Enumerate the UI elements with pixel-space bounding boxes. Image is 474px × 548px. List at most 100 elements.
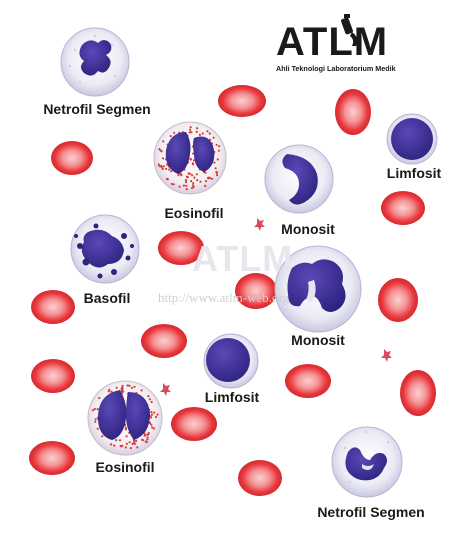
granule — [124, 446, 127, 449]
granule — [177, 174, 180, 177]
granule — [161, 167, 164, 171]
granule — [191, 162, 195, 165]
granule — [133, 439, 136, 442]
granule — [216, 158, 219, 161]
granule — [144, 433, 147, 436]
granule — [96, 427, 99, 430]
granule — [101, 435, 104, 438]
granule — [162, 165, 165, 168]
granule — [193, 176, 196, 179]
granule — [218, 145, 221, 148]
granule — [107, 390, 110, 393]
label-netrofil-segmen: Netrofil Segmen — [43, 101, 151, 117]
granule — [120, 387, 123, 390]
granule — [150, 411, 153, 414]
granule — [190, 180, 193, 183]
granule — [96, 408, 99, 411]
granule — [207, 176, 210, 179]
red-blood-cell — [141, 324, 187, 358]
granule — [150, 400, 153, 404]
monosit-cell-large — [274, 245, 362, 333]
granule — [160, 166, 163, 169]
granule — [185, 175, 188, 178]
label-netrofil-segmen: Netrofil Segmen — [317, 504, 425, 520]
granule — [168, 168, 171, 171]
granule — [211, 177, 214, 180]
netrofil-segmen-cell — [60, 27, 130, 97]
granule — [148, 398, 152, 401]
granule — [150, 413, 154, 416]
granule — [195, 173, 198, 176]
granule — [192, 152, 195, 155]
granule — [98, 396, 101, 400]
granule — [173, 131, 176, 134]
granule — [110, 390, 113, 393]
granule — [206, 130, 209, 133]
granule — [170, 182, 173, 186]
watermark-logo: ATLM — [192, 238, 294, 279]
granule — [191, 184, 195, 187]
granule — [150, 416, 153, 419]
granule — [213, 161, 216, 164]
red-blood-cell — [335, 89, 371, 135]
red-blood-cell — [235, 273, 277, 309]
granule — [133, 385, 136, 388]
granule — [189, 126, 192, 129]
granule — [162, 140, 165, 143]
granule — [192, 182, 195, 185]
red-blood-cell — [285, 364, 331, 398]
granule — [94, 418, 97, 421]
granule — [204, 184, 207, 187]
red-blood-cell — [158, 231, 204, 265]
granule — [169, 135, 172, 138]
granule — [215, 170, 218, 174]
granule — [157, 163, 160, 166]
granule — [166, 178, 169, 181]
granule — [165, 167, 168, 170]
atlm-logo: ATLM Ahli Teknologi Laboratorium Medik — [276, 22, 416, 73]
granule — [198, 133, 201, 136]
granule — [151, 426, 154, 429]
granule — [128, 441, 131, 444]
red-blood-cell — [400, 370, 436, 416]
granule — [214, 167, 217, 170]
granule — [115, 439, 118, 442]
granule — [125, 442, 128, 445]
red-blood-cells — [29, 85, 436, 496]
granule — [217, 149, 221, 152]
label-basofil: Basofil — [83, 290, 131, 306]
granule — [135, 439, 138, 442]
granule — [212, 136, 215, 139]
granule — [140, 389, 143, 392]
granule — [129, 447, 132, 450]
microscope-icon — [341, 14, 358, 46]
granule — [215, 143, 218, 146]
label-limfosit: Limfosit — [386, 165, 442, 181]
platelets — [160, 218, 392, 396]
logo-subtitle: Ahli Teknologi Laboratorium Medik — [276, 64, 396, 73]
granule — [130, 386, 133, 389]
red-blood-cell — [171, 407, 217, 441]
granule — [189, 128, 192, 131]
granule — [154, 415, 158, 419]
label-eosinofil: Eosinofil — [164, 205, 224, 221]
granule — [93, 407, 96, 411]
granule — [126, 384, 129, 387]
granule — [141, 439, 144, 442]
granule — [201, 132, 204, 135]
granule — [196, 127, 199, 130]
granule — [128, 384, 131, 387]
granule — [191, 186, 194, 190]
eosinofil-cell — [87, 380, 163, 456]
granule — [94, 420, 97, 423]
granule — [215, 173, 219, 177]
granule — [158, 148, 161, 151]
label-monosit: Monosit — [281, 221, 335, 237]
granule — [110, 443, 113, 446]
platelet — [381, 349, 392, 362]
granule — [153, 411, 156, 414]
granule — [152, 427, 156, 430]
red-blood-cell — [51, 141, 93, 175]
red-blood-cell — [218, 85, 266, 117]
